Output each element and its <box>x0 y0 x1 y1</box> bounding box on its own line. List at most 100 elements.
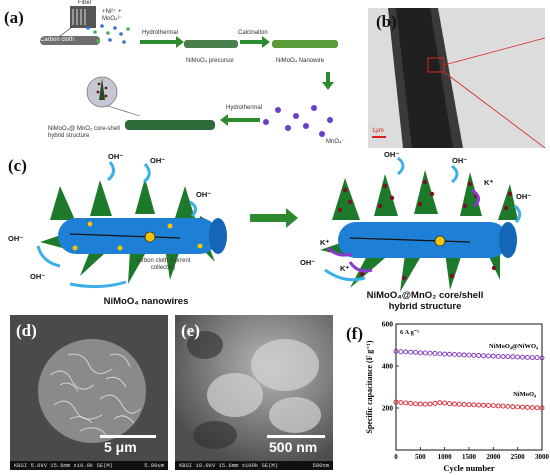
scale-label-d: 5 μm <box>104 439 137 455</box>
scale-bar-d <box>100 435 156 438</box>
data-point <box>490 403 496 409</box>
data-point <box>413 349 418 355</box>
data-point <box>539 355 545 361</box>
data-point <box>451 401 457 407</box>
x-tick-label: 1500 <box>462 453 477 461</box>
panel-label-c: (c) <box>8 156 27 175</box>
panel-label-d: (d) <box>16 321 37 340</box>
mno4-label: MnO₄⁻ <box>326 139 345 145</box>
panel-c: (c) <box>0 150 550 312</box>
data-point <box>529 405 535 411</box>
data-point <box>456 401 462 407</box>
data-point <box>437 351 443 357</box>
data-point <box>461 352 467 358</box>
sem-footer-e: KBSI 10.0kV 15.6mm x100k SE(M) 500nm <box>175 461 333 470</box>
k-label-2: K⁺ <box>320 238 330 247</box>
oh-label-6: OH⁻ <box>384 150 400 159</box>
schematic-c <box>36 156 522 292</box>
data-point <box>505 354 511 359</box>
data-point <box>461 401 467 407</box>
data-point <box>486 403 491 408</box>
data-point <box>447 351 452 357</box>
data-point <box>510 354 516 360</box>
data-point <box>437 400 443 406</box>
panel-a: (a) <box>0 0 368 150</box>
rate-annotation: 6 A g⁻¹ <box>400 329 419 336</box>
fiber-label: Fiber <box>78 0 92 6</box>
data-point <box>447 401 452 407</box>
oh-label-5: OH⁻ <box>30 272 46 281</box>
data-point <box>403 400 409 406</box>
data-point <box>393 348 399 354</box>
sem-footer-d: KBSI 5.0kV 15.6mm x10.0k SE(M) 5.00um <box>10 461 168 470</box>
x-tick-label: 2000 <box>486 453 501 461</box>
current-collector-label: carbon cloth (current collector) <box>135 258 191 271</box>
right-title-1: NiMoO₄@MnO₂ core/shell <box>366 290 484 301</box>
panel-b: (b) 1μm <box>368 8 545 148</box>
data-point <box>529 355 535 361</box>
oh-label-1: OH⁻ <box>108 152 124 161</box>
panel-d: (d) 5 μm KBSI 5.0kV 15.6mm x10.0k SE(M) … <box>10 315 168 470</box>
series-label: NiMoO₄@NiWO₄ <box>489 343 538 350</box>
data-point <box>427 350 433 356</box>
data-point <box>451 352 457 357</box>
data-point <box>500 354 506 359</box>
sem-footer-e-text: KBSI 10.0kV 15.6mm x100k SE(M) <box>179 462 279 469</box>
left-nanowire-schematic <box>40 178 227 284</box>
k-label-1: K⁺ <box>484 178 494 187</box>
hydrothermal-2-label: Hydrothermal <box>226 105 263 111</box>
precursor-nanowires <box>184 40 238 48</box>
x-axis-label: Cycle number <box>443 463 494 473</box>
precursor-label: NiMoO₄ precursor <box>186 58 235 64</box>
oh-label-3: OH⁻ <box>196 190 212 199</box>
panel-label-a: (a) <box>4 8 24 27</box>
hydrothermal-1-label: Hydrothermal <box>142 30 179 36</box>
scale-bar-e <box>267 435 325 438</box>
data-point <box>495 403 501 409</box>
data-point <box>515 354 521 360</box>
tem-scale-label: 1μm <box>372 128 384 134</box>
data-point <box>524 354 530 360</box>
data-point <box>515 404 521 410</box>
data-point <box>520 354 525 360</box>
data-point <box>413 401 418 407</box>
k-label-3: K⁺ <box>340 264 350 273</box>
core-shell-label: NiMoO₄@ MnO₂ core-shell hybrid structure <box>48 126 120 139</box>
sem-footer-d-right: 5.00um <box>144 462 164 469</box>
core-shell-array <box>125 120 215 130</box>
ions-label: +Ni²⁺ + MoO₄²⁻ <box>102 9 123 22</box>
x-tick-label: 1000 <box>438 453 453 461</box>
data-point <box>442 400 448 406</box>
data-point <box>539 405 545 411</box>
panel-label-f: (f) <box>346 324 363 343</box>
data-point <box>393 399 399 405</box>
oh-label-9: OH⁻ <box>300 258 316 267</box>
x-tick-label: 500 <box>415 453 426 461</box>
series-label: NiMoO₄ <box>513 391 536 398</box>
data-point <box>520 404 525 410</box>
data-point <box>422 401 428 407</box>
data-point <box>408 349 414 355</box>
data-point <box>432 350 438 356</box>
data-point <box>432 400 438 406</box>
oh-label-2: OH⁻ <box>150 156 166 165</box>
tem-image <box>368 8 545 148</box>
data-point <box>476 353 482 358</box>
x-tick-label: 3000 <box>535 453 550 461</box>
data-point <box>495 353 501 359</box>
panel-e: (e) 500 nm KBSI 10.0kV 15.6mm x100k SE(M… <box>175 315 333 470</box>
x-tick-label: 0 <box>394 453 398 461</box>
oh-label-7: OH⁻ <box>452 156 468 165</box>
data-point <box>456 352 462 358</box>
data-point <box>417 401 423 407</box>
data-point <box>466 352 472 358</box>
schematic-a <box>40 6 338 137</box>
sem-footer-e-right: 500nm <box>312 462 329 469</box>
x-tick-label: 2500 <box>511 453 526 461</box>
data-point <box>486 353 491 359</box>
data-point <box>417 350 423 356</box>
nanowire-array <box>272 40 338 48</box>
data-point <box>408 400 414 406</box>
oh-label-4: OH⁻ <box>8 234 24 243</box>
